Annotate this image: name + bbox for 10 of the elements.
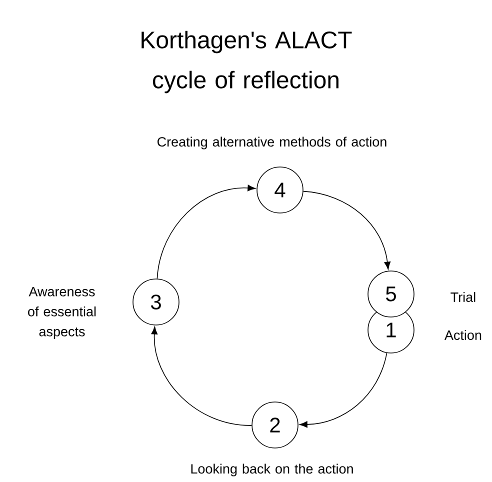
title: Korthagen's ALACT cycle of reflection [142,30,352,94]
stage-label: Trial [450,292,476,302]
stage-label: Awareness of essential aspects [28,286,96,340]
stage-label: Creating alternative methods of action [158,136,386,150]
stage-label: Looking back on the action [191,464,353,476]
arrow [151,326,252,426]
arrow [302,190,391,270]
arrow [300,352,388,428]
stage-label: Action [444,330,482,340]
arrow [156,184,256,280]
